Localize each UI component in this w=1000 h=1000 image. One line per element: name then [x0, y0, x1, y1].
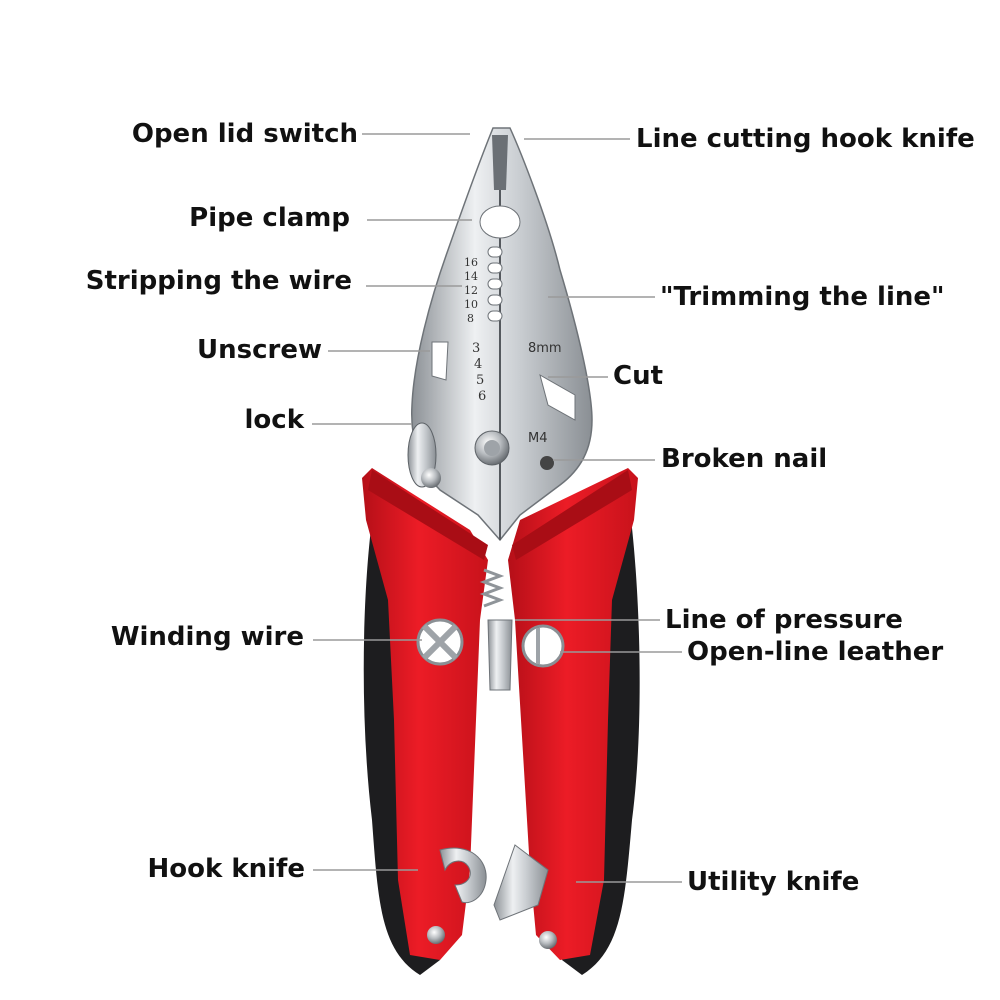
gauge-14: 14	[464, 270, 478, 283]
gauge-12: 12	[464, 284, 478, 297]
open-line-hole	[521, 624, 565, 668]
label-pipe-clamp: Pipe clamp	[189, 203, 350, 233]
hook-knife-blade	[439, 847, 487, 904]
hook-knife-rivet	[427, 926, 445, 944]
gauge-10: 10	[464, 298, 478, 311]
label-broken-nail: Broken nail	[661, 444, 828, 474]
left-handle-ridge	[368, 470, 488, 560]
label-utility-knife: Utility knife	[687, 867, 860, 897]
plier-head	[411, 127, 593, 542]
label-stripping-the-wire: Stripping the wire	[85, 266, 352, 296]
bolt-size-engraving: M4	[528, 431, 548, 446]
label-open-lid-switch: Open lid switch	[131, 119, 358, 149]
stripping-notches	[487, 246, 503, 322]
unscrew-notch	[431, 341, 449, 381]
label-trimming-the-line: "Trimming the line"	[660, 282, 945, 312]
leader-lines	[312, 133, 682, 883]
label-hook-knife: Hook knife	[147, 854, 306, 884]
screw-5: 5	[476, 373, 484, 388]
label-line-of-pressure: Line of pressure	[665, 605, 903, 635]
utility-knife-rivet	[539, 931, 557, 949]
gauge-16: 16	[464, 256, 478, 269]
spring	[479, 568, 505, 608]
right-handle	[508, 468, 638, 960]
utility-knife-blade	[493, 844, 549, 921]
serrated-tip	[492, 135, 508, 190]
label-winding-wire: Winding wire	[110, 622, 304, 652]
crimp-size-engraving: 8mm	[528, 341, 562, 356]
lock-rivet	[421, 468, 441, 488]
pivot-center	[484, 440, 500, 456]
gauge-8: 8	[467, 312, 474, 325]
screw-6: 6	[478, 389, 486, 404]
broken-nail-hole	[540, 456, 554, 470]
pressure-teeth	[487, 619, 513, 691]
cut-recess	[539, 373, 576, 421]
screw-3: 3	[472, 341, 480, 356]
label-cut: Cut	[613, 361, 664, 391]
right-handle-ridge	[512, 470, 632, 560]
pipe-clamp-hole	[479, 205, 521, 239]
screw-4: 4	[474, 357, 482, 372]
label-line-cutting-hook-knife: Line cutting hook knife	[636, 124, 975, 154]
label-unscrew: Unscrew	[197, 335, 322, 365]
left-handle	[362, 468, 488, 960]
right-grip	[562, 495, 640, 975]
left-grip	[363, 520, 440, 975]
label-open-line-leather: Open-line leather	[687, 637, 944, 667]
label-lock: lock	[244, 405, 304, 435]
